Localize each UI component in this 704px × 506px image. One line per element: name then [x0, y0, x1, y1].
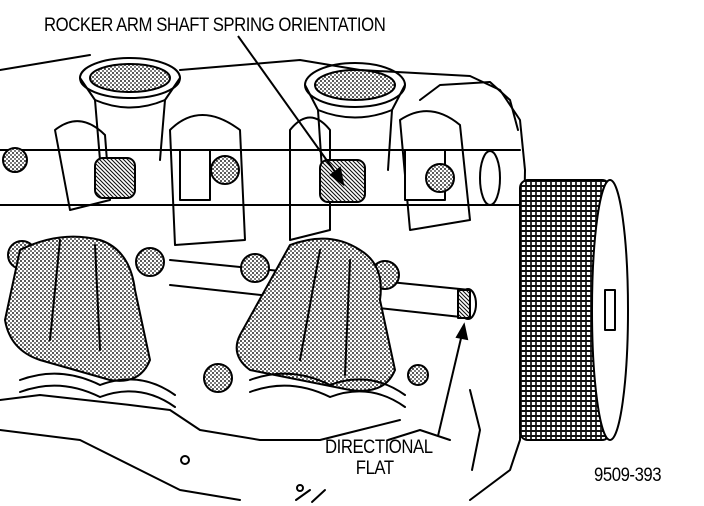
valve-springs-right [249, 372, 406, 408]
camshaft-sprocket [519, 179, 629, 441]
spark-plug-well-left [79, 57, 181, 161]
leader-line-shaft-spring [237, 35, 339, 177]
head-casting-lower-edge [0, 394, 401, 441]
camshaft [0, 149, 521, 206]
cam-tower-3 [289, 116, 331, 241]
cam-tower-2 [169, 114, 246, 246]
cam-tower-4 [399, 110, 471, 231]
callout-rocker-arm-shaft-spring-orientation: ROCKER ARM SHAFT SPRING ORIENTATION [44, 15, 386, 36]
rocker-arms-right [235, 237, 396, 392]
callout-directional-flat: DIRECTIONAL FLAT [325, 437, 433, 479]
callout-directional-flat-line2: FLAT [355, 458, 394, 479]
leader-arrowhead-shaft-spring [329, 166, 345, 187]
rocker-arms-left [4, 235, 151, 382]
leader-arrowhead-directional-flat [455, 322, 469, 341]
callout-directional-flat-line1: DIRECTIONAL [325, 437, 433, 458]
spark-plug-well-right [304, 62, 406, 171]
cam-cap-bolt [2, 147, 455, 193]
figure-number: 9509-393 [594, 465, 662, 486]
leader-line-directional-flat [437, 333, 463, 437]
valve-springs-left [19, 372, 176, 408]
